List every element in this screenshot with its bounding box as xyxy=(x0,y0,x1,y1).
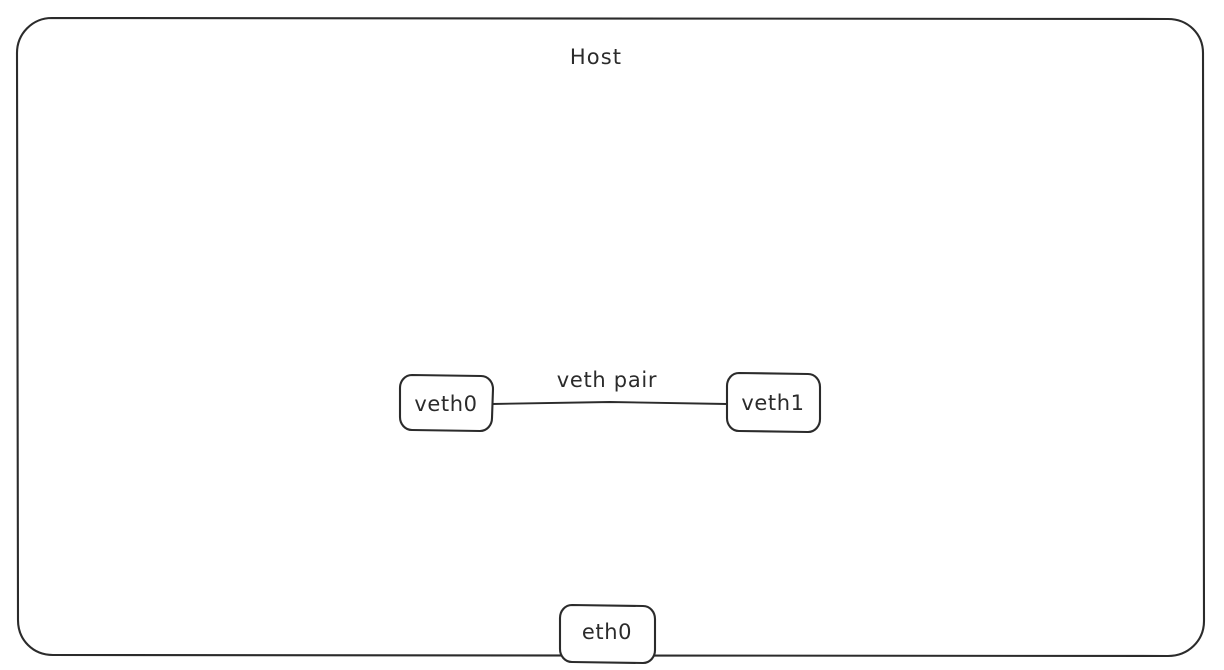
veth-pair-edge[interactable] xyxy=(491,401,728,405)
host-container-outline xyxy=(15,16,1206,658)
host-title: Host xyxy=(570,45,622,69)
node-veth1-outline xyxy=(725,371,822,434)
node-veth1-label: veth1 xyxy=(741,391,804,415)
node-veth0-outline xyxy=(398,373,495,433)
veth-pair-line xyxy=(491,401,728,405)
node-eth0-outline xyxy=(558,603,657,665)
host-container[interactable] xyxy=(15,16,1206,658)
node-eth0[interactable]: eth0 xyxy=(558,603,657,665)
node-veth0[interactable]: veth0 xyxy=(398,373,495,433)
node-eth0-label: eth0 xyxy=(582,620,632,644)
veth-pair-label: veth pair xyxy=(557,368,658,392)
node-veth1[interactable]: veth1 xyxy=(725,371,822,434)
node-veth0-label: veth0 xyxy=(414,392,477,416)
